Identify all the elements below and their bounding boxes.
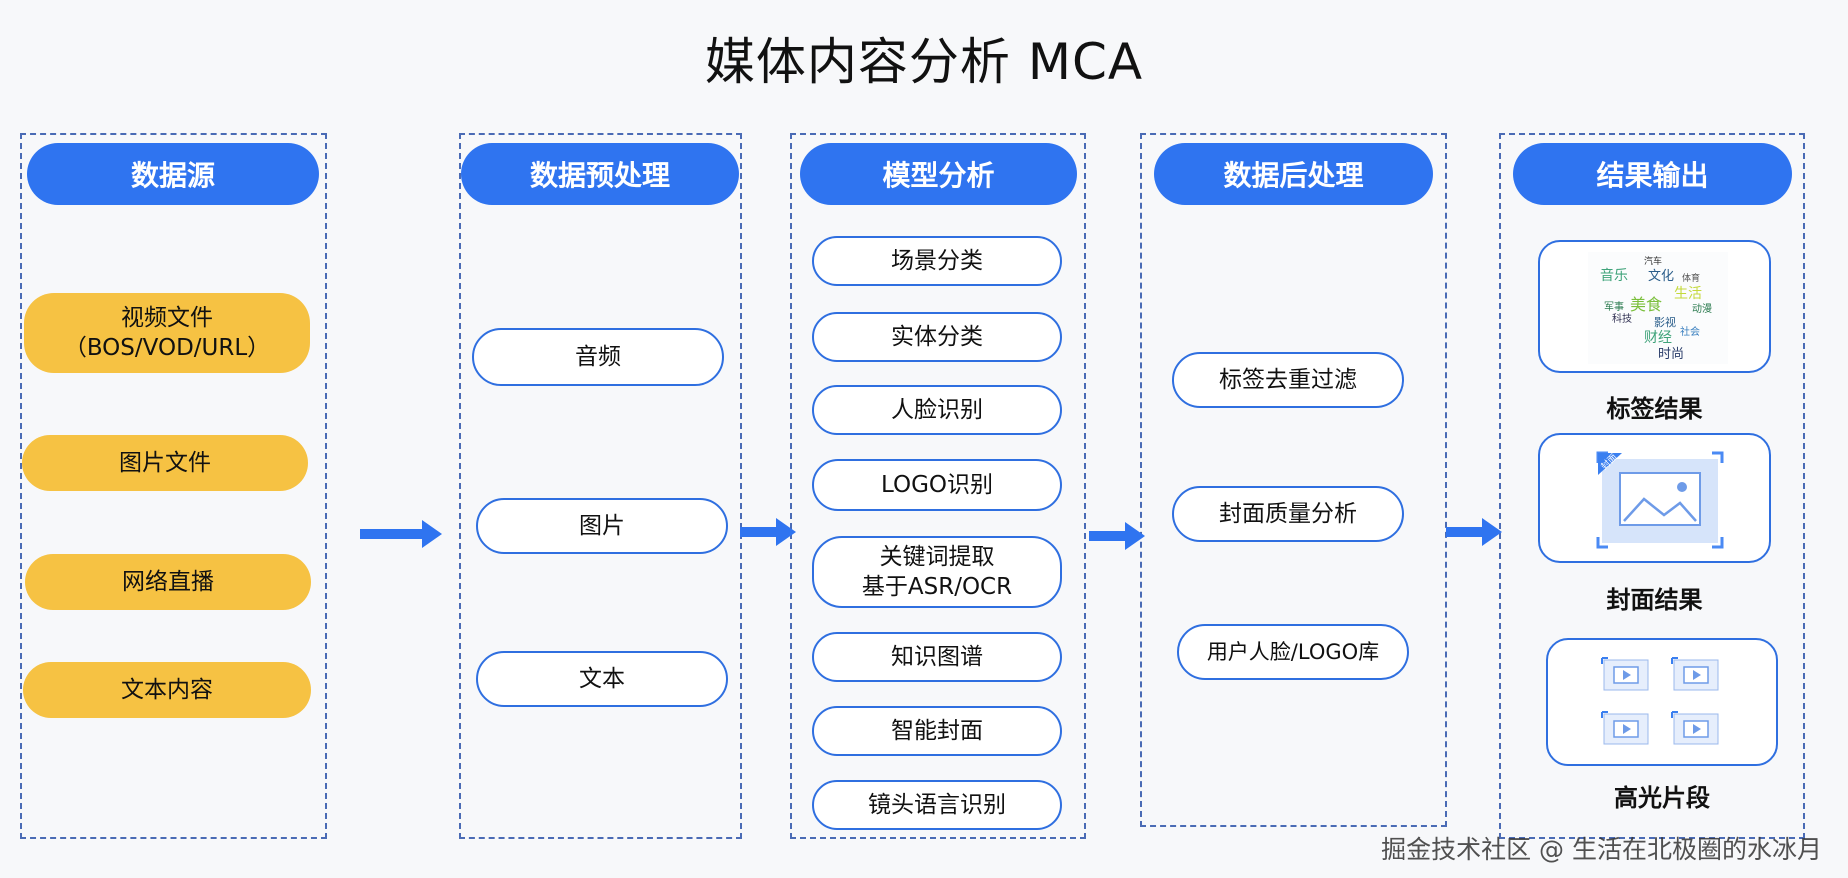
source-video-file: 视频文件 （BOS/VOD/URL）: [24, 293, 310, 373]
model-keyword-extraction: 关键词提取 基于ASR/OCR: [812, 536, 1062, 608]
clip-thumb-3: [1601, 711, 1649, 745]
header-result-output: 结果输出: [1513, 143, 1792, 205]
column-postprocess: [1140, 133, 1447, 827]
arrow-right-icon: [1089, 522, 1145, 550]
arrow-right-icon: [360, 520, 442, 548]
model-face-recognition: 人脸识别: [812, 385, 1062, 435]
model-knowledge-graph: 知识图谱: [812, 632, 1062, 682]
column-preprocess: [459, 133, 742, 839]
highlight-clips-icon: [1601, 657, 1719, 745]
wc-word-11: 社会: [1680, 325, 1700, 338]
wc-word-9: 动漫: [1692, 303, 1712, 315]
model-entity-classification: 实体分类: [812, 312, 1062, 362]
model-scene-classification: 场景分类: [812, 236, 1062, 286]
header-preprocess: 数据预处理: [461, 143, 739, 205]
wc-word-3: 体育: [1682, 272, 1700, 284]
wordcloud-image: 音乐 汽车 文化 体育 军事 美食 生活 科技 影视 动漫 财经 社会 时尚: [1588, 252, 1728, 364]
highlight-clips-caption: 高光片段: [1614, 784, 1710, 812]
clip-thumb-1: [1601, 657, 1649, 691]
column-model-analysis: [790, 133, 1086, 839]
clip-thumb-4: [1671, 711, 1719, 745]
wc-word-5: 美食: [1630, 295, 1662, 314]
cover-image-icon: 封面: [1596, 451, 1724, 549]
wc-word-0: 音乐: [1600, 267, 1628, 284]
clip-thumb-2: [1671, 657, 1719, 691]
model-logo-recognition: LOGO识别: [812, 459, 1062, 511]
post-user-face-logo-library: 用户人脸/LOGO库: [1177, 624, 1409, 680]
column-data-source: [20, 133, 327, 839]
arrow-right-icon: [1446, 518, 1502, 546]
wc-word-8: 影视: [1654, 315, 1676, 329]
wc-word-6: 生活: [1674, 286, 1702, 302]
post-tag-dedup-filter: 标签去重过滤: [1172, 352, 1404, 408]
tag-result-caption: 标签结果: [1606, 395, 1703, 423]
watermark: 掘金技术社区 @ 生活在北极圈的水冰月: [1381, 835, 1822, 864]
source-text-content: 文本内容: [23, 662, 311, 718]
preprocess-audio: 音频: [472, 328, 724, 386]
preprocess-text: 文本: [476, 651, 728, 707]
preprocess-image: 图片: [476, 498, 728, 554]
wc-word-1: 汽车: [1644, 255, 1662, 267]
model-shot-language-recognition: 镜头语言识别: [812, 780, 1062, 830]
diagram-title: 媒体内容分析 MCA: [704, 33, 1144, 91]
header-postprocess: 数据后处理: [1154, 143, 1433, 205]
wc-word-4: 军事: [1604, 300, 1624, 313]
tag-result-card: 音乐 汽车 文化 体育 军事 美食 生活 科技 影视 动漫 财经 社会 时尚: [1538, 240, 1771, 373]
wc-word-7: 科技: [1612, 312, 1632, 325]
highlight-clips-card: [1546, 638, 1778, 766]
arrow-right-icon: [740, 518, 796, 546]
cover-result-card: 封面: [1538, 433, 1771, 563]
wc-word-2: 文化: [1648, 269, 1674, 284]
source-live-stream: 网络直播: [25, 554, 311, 610]
model-smart-cover: 智能封面: [812, 706, 1062, 756]
column-result-output: [1499, 133, 1805, 839]
post-cover-quality-analysis: 封面质量分析: [1172, 486, 1404, 542]
wc-word-10: 财经: [1644, 330, 1672, 346]
header-data-source: 数据源: [27, 143, 319, 205]
source-image-file: 图片文件: [22, 435, 308, 491]
header-model-analysis: 模型分析: [800, 143, 1077, 205]
cover-result-caption: 封面结果: [1606, 586, 1703, 614]
wc-word-12: 时尚: [1658, 347, 1684, 362]
